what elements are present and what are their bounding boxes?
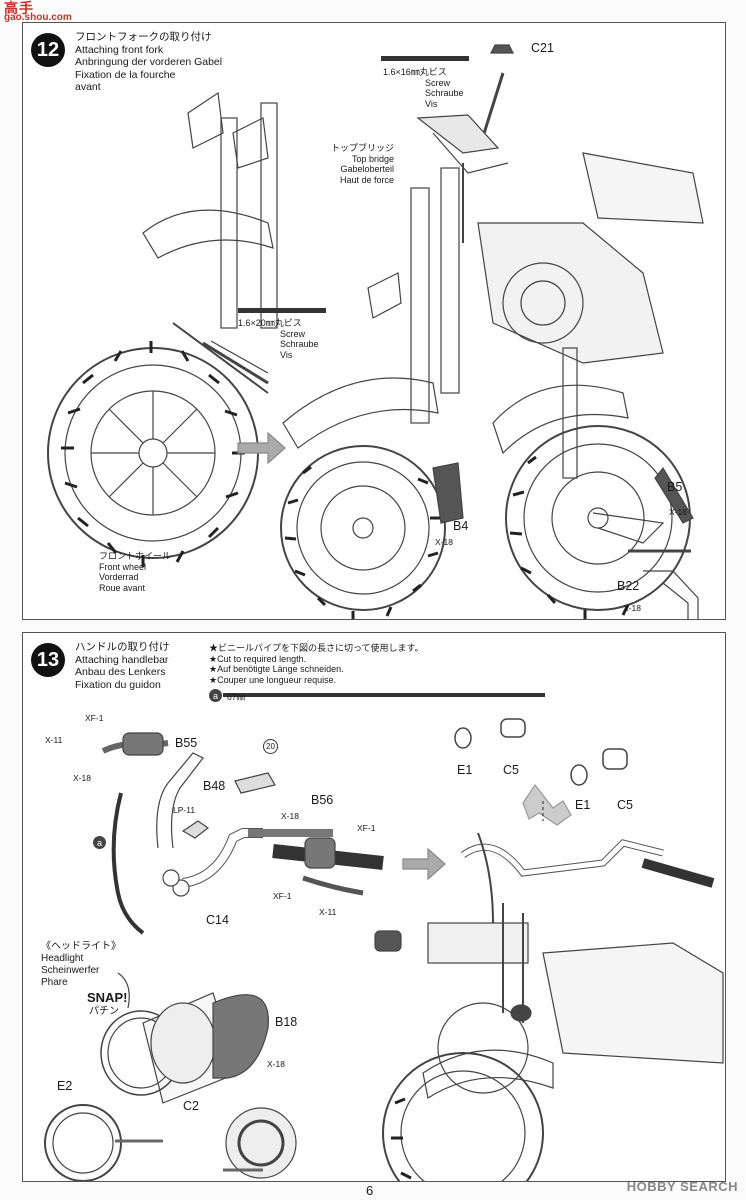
front-fender-mid [282,377,439,449]
pipe-marker-a-2: a [93,836,106,849]
part-b4: B4 [453,519,469,533]
page-number: 6 [366,1183,374,1198]
part-c21: C21 [531,41,554,55]
part-b55: B55 [175,736,198,750]
step-12-illustration [47,44,704,619]
part-b56: B56 [311,793,334,807]
pipe-length: 67㎜ [227,692,245,702]
part-b18: B18 [275,1015,298,1029]
part-x18-b: X-18 [669,507,687,517]
part-x11-b: X-11 [319,907,337,917]
part-c5-b: C5 [617,798,633,812]
fork-tube-mid-a [440,167,460,394]
part-e1-b: E1 [575,798,591,812]
part-b5: B5 [667,480,683,494]
part-c14: C14 [206,913,229,927]
part-x11-a: X-11 [45,735,63,745]
part-x18-a: X-18 [435,537,453,547]
part-b48: B48 [203,779,226,793]
fork-tube-left-b [260,102,278,329]
step-12-panel: 12 フロントフォークの取り付け Attaching front fork An… [22,22,726,620]
step-12-number: 12 [31,33,65,67]
part-lp11: LP-11 [173,805,196,815]
screw-20-label: 1.6×20㎜丸ビス Screw Schraube Vis [238,318,319,360]
step-13-number: 13 [31,643,65,677]
part-xf1-a: XF-1 [85,713,104,723]
part-xf1-c: XF-1 [273,891,292,901]
top-bridge-label: トップブリッジ Top bridge Gabeloberteil Haut de… [331,143,395,185]
part-c2: C2 [183,1099,199,1113]
pipe-marker-a: a [209,689,222,702]
step-13-panel: 13 ハンドルの取り付け Attaching handlebar Anbau d… [22,632,726,1182]
part-x18-b: X-18 [281,811,299,821]
front-wheel-right [505,425,691,611]
headlight-label: 《ヘッドライト》 Headlight Scheinwerfer Phare [41,941,121,988]
part-x18-c: X-18 [623,603,641,613]
part-e1-a: E1 [457,763,473,777]
fork-tube-mid-b [410,187,430,424]
part-x18-c: X-18 [267,1059,285,1069]
snap-label: SNAP! [87,990,128,1005]
front-wheel-label: フロントホイール Front wheel Vorderrad Roue avan… [99,551,172,593]
screw-16-label: 1.6×16㎜丸ビス Screw Schraube Vis [383,67,464,109]
part-c5-a: C5 [503,763,519,777]
bracket-left [187,91,224,149]
front-fender-left [142,209,274,259]
part-e2: E2 [57,1079,73,1093]
hobby-search-watermark: HOBBY SEARCH [626,1179,738,1194]
pipe-cut-notes: ★ビニールパイプを下図の長さに切って使用します。 ★Cut to require… [209,643,424,685]
paint-badge-20: 20 [263,739,278,754]
part-x18-a: X-18 [73,773,91,783]
step-13-illustration [44,693,724,1181]
front-wheel-mid [280,445,446,611]
site-logo: 高手 gao.shou.com [4,0,72,23]
part-b22: B22 [617,579,640,593]
step-13-title: ハンドルの取り付け Attaching handlebar Anbau des … [75,641,170,691]
snap-label-jp: パチン [89,1006,119,1017]
front-wheel-left [47,347,259,559]
fork-tube-left-a [220,117,238,329]
step-12-title: フロントフォークの取り付け Attaching front fork Anbri… [75,31,223,93]
part-xf1-b: XF-1 [357,823,376,833]
